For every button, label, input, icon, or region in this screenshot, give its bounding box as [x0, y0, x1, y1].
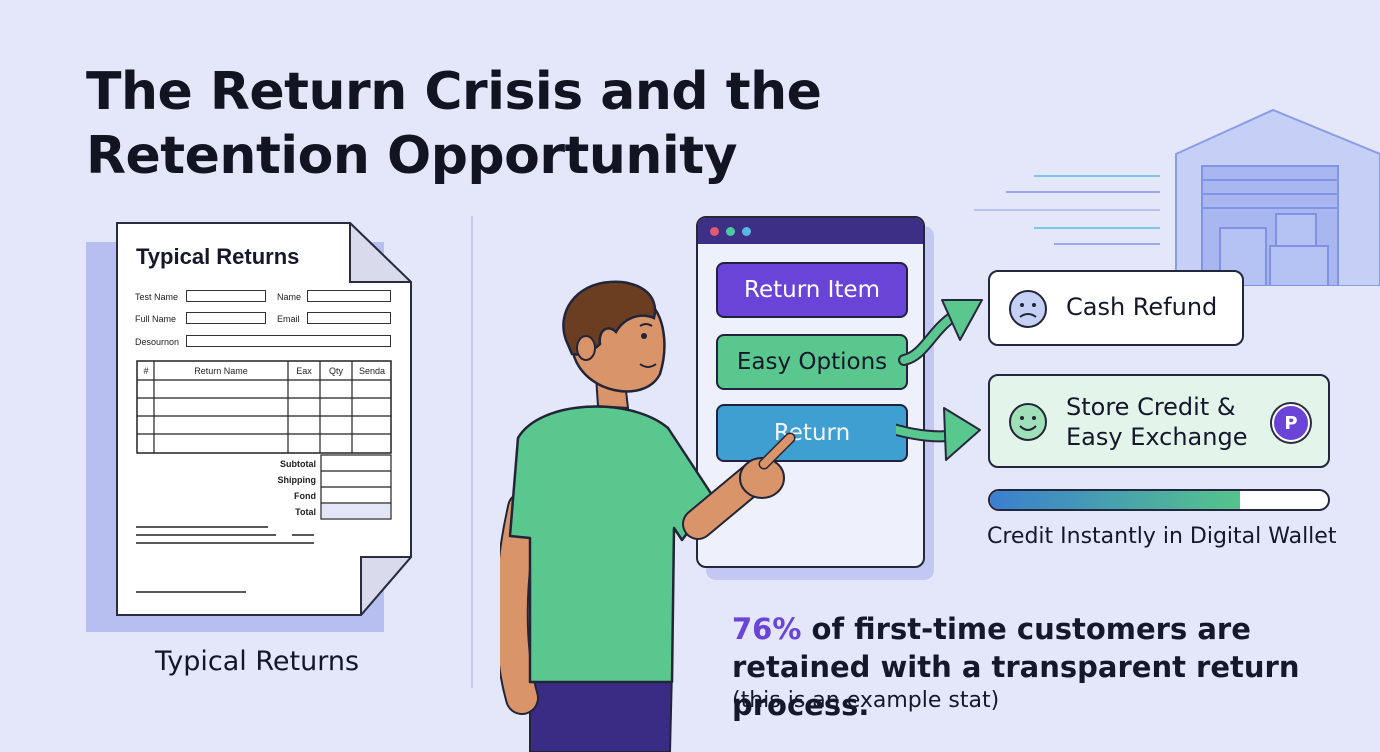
wallet-progress-bar — [988, 489, 1330, 511]
stat-percent: 76% — [732, 612, 802, 646]
field-label-name: Name — [277, 292, 302, 302]
document-caption: Typical Returns — [155, 646, 360, 677]
stat-text: 76% of first-time customers are retained… — [732, 610, 1352, 724]
cash-refund-card[interactable]: Cash Refund — [988, 270, 1244, 346]
store-credit-card[interactable]: Store Credit & Easy Exchange P — [988, 374, 1330, 468]
warehouse-icon — [974, 108, 1380, 286]
total-label-shipping: Shipping — [277, 475, 317, 485]
returns-table — [136, 360, 392, 454]
table-header-eax: Eax — [296, 366, 312, 376]
browser-title-bar — [698, 218, 923, 244]
wallet-caption: Credit Instantly in Digital Wallet — [987, 524, 1337, 549]
test-name-field — [186, 290, 266, 302]
name-field — [307, 290, 391, 302]
stat-description: of first-time customers are retained wit… — [732, 612, 1300, 722]
page-title: The Return Crisis and the Retention Oppo… — [86, 62, 822, 186]
total-label-fond: Fond — [294, 491, 316, 501]
field-label-email: Email — [277, 314, 300, 324]
easy-options-button[interactable]: Easy Options — [716, 334, 908, 390]
full-name-field — [186, 312, 266, 324]
store-credit-label: Store Credit & Easy Exchange — [1066, 393, 1248, 451]
return-button[interactable]: Return — [716, 404, 908, 462]
maximize-dot-icon[interactable] — [742, 227, 751, 236]
document-heading: Typical Returns — [136, 244, 300, 269]
customer-illustration — [500, 280, 796, 752]
section-divider — [471, 216, 473, 688]
field-label-description: Desournon — [135, 337, 180, 347]
total-label-total: Total — [295, 507, 316, 517]
arrow-icons — [896, 299, 983, 461]
email-field — [307, 312, 391, 324]
table-header-number: # — [143, 366, 149, 376]
close-dot-icon[interactable] — [710, 227, 719, 236]
totals-boxes — [320, 454, 392, 520]
cash-refund-label: Cash Refund — [1066, 293, 1218, 321]
total-label-subtotal: Subtotal — [280, 459, 316, 469]
table-header-qty: Qty — [328, 366, 343, 376]
table-header-senda: Senda — [358, 366, 386, 376]
minimize-dot-icon[interactable] — [726, 227, 735, 236]
table-header-return-name: Return Name — [194, 366, 248, 376]
points-badge-icon: P — [1272, 404, 1310, 442]
field-label-full-name: Full Name — [135, 314, 177, 324]
description-field — [186, 335, 391, 347]
return-item-button[interactable]: Return Item — [716, 262, 908, 318]
wallet-progress-fill — [990, 491, 1241, 509]
field-label-test-name: Test Name — [135, 292, 179, 302]
sad-face-icon — [1009, 290, 1047, 328]
stat-note: (this is an example stat) — [732, 688, 1000, 713]
happy-face-icon — [1009, 403, 1047, 441]
